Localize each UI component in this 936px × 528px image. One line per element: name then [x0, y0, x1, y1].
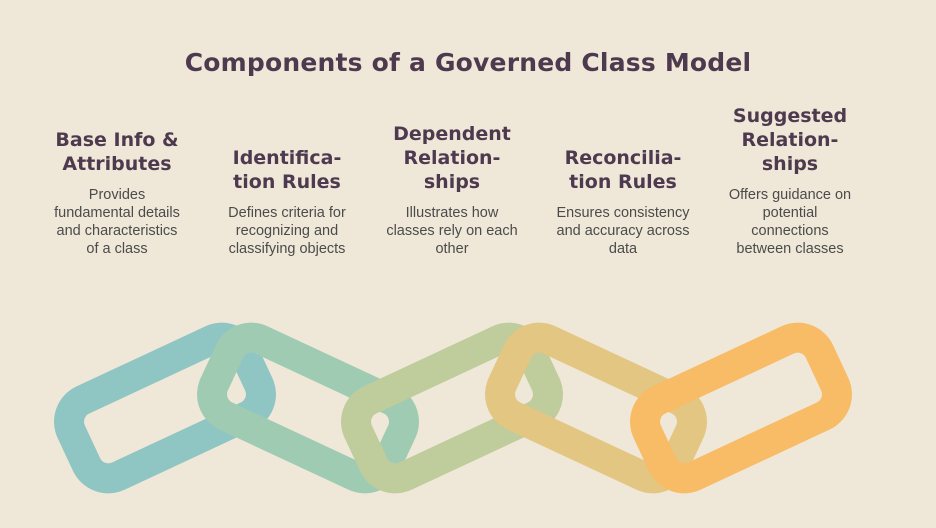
component-description: Illustrates how classes rely on each oth… [386, 205, 518, 257]
component-heading: Identifica- tion Rules [232, 147, 342, 193]
component-heading: Dependent Relation- ships [393, 123, 511, 193]
component-suggested-relationships: Suggested Relation- ships Offers guidanc… [715, 104, 865, 258]
chain-link-1-shape [54, 322, 276, 494]
chain-link-1 [54, 322, 276, 494]
component-heading: Suggested Relation- ships [732, 105, 848, 175]
chain-link-5 [630, 322, 852, 494]
component-description: Defines criteria for recognizing and cla… [228, 205, 346, 257]
component-heading: Base Info & Attributes [55, 129, 179, 175]
chain-link-5-shape [630, 322, 852, 494]
component-description: Provides fundamental details and charact… [54, 187, 180, 257]
chain-link-4-shape [485, 322, 707, 494]
diagram-title: Components of a Governed Class Model [184, 48, 752, 77]
chain-link-3 [341, 322, 563, 494]
component-description: Ensures consistency and accuracy across … [556, 205, 690, 257]
component-base-info: Base Info & Attributes Provides fundamen… [42, 128, 192, 258]
chain-link-2-shape [197, 322, 419, 494]
component-identification-rules: Identifica- tion Rules Defines criteria … [212, 146, 362, 258]
chain-link-3-shape [341, 322, 563, 494]
component-dependent-relationships: Dependent Relation- ships Illustrates ho… [377, 122, 527, 258]
component-heading: Reconcilia- tion Rules [564, 147, 682, 193]
component-description: Offers guidance on potential connections… [728, 187, 852, 257]
chain-link-4 [485, 322, 707, 494]
chain-link-2 [197, 322, 419, 494]
component-reconciliation-rules: Reconcilia- tion Rules Ensures consisten… [548, 146, 698, 258]
